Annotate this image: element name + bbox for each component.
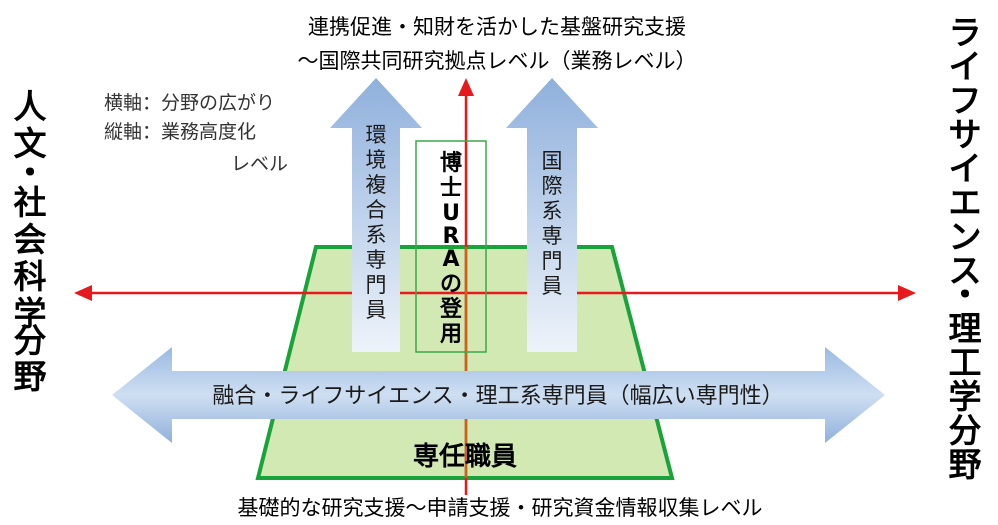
ura-box [415,140,487,353]
ura-char: 登 [439,297,463,322]
ura-char: 士 [440,176,462,201]
up-arrow-left-label: 環 境 複 合 系 専 門 員 [366,123,387,322]
up-arrow-right-char: 際 [542,174,563,198]
up-arrow-right-char: 専 [542,224,563,248]
up-arrow-left-char: 環 [366,123,387,147]
up-arrow-right-char: 門 [542,249,563,273]
ura-char: 博 [440,150,462,176]
horizontal-axis-right-arrowhead [898,285,916,301]
left-side-char: ・ [14,153,47,192]
left-side-char: 学 [14,294,47,333]
right-side-char: イ [949,149,982,188]
bottom-caption: 基礎的な研究支援〜申請支援・研究資金情報収集レベル [238,496,763,520]
ura-char: の [440,272,462,297]
up-arrow-right-label: 国 際 系 専 門 員 [542,149,563,298]
horizontal-band-label: 融合・ライフサイエンス・理工系専門員（幅広い専門性） [212,384,783,409]
base-box-label: 専任職員 [413,442,517,472]
up-arrow-right-char: 系 [542,199,563,223]
up-arrow-left-char: 合 [366,198,387,222]
up-arrow-right [506,78,598,352]
up-arrow-left-char: 員 [366,298,387,322]
up-arrow-left-char: 複 [366,173,387,197]
ura-char: U [442,201,460,226]
right-side-char: ラ [949,13,982,52]
right-side-char: 野 [949,445,982,484]
up-arrow-right-char: 員 [542,274,563,298]
left-side-char: 会 [14,220,47,259]
legend-vertical-axis-cont: レベル [231,153,288,175]
up-arrow-left [330,78,422,352]
up-arrow-left-char: 門 [366,273,387,297]
top-caption-line1: 連携促進・知財を活かした基盤研究支援 [308,15,686,39]
right-side-char: 分 [949,411,982,450]
right-side-char: エ [949,183,982,222]
vertical-axis-arrowhead [458,78,474,96]
right-side-char: 理 [949,309,982,348]
right-side-char: 工 [949,343,982,382]
up-arrow-left-char: 専 [366,248,387,272]
up-arrow-right-char: 国 [542,149,563,173]
right-side-char: フ [949,81,982,120]
ura-char: R [443,224,460,249]
up-arrow-left-char: 系 [366,223,387,247]
right-side-char: ス [949,251,982,290]
right-side-label: ラ イ フ サ イ エ ン ス ・ 理 工 学 分 野 [949,13,982,484]
top-caption-line2: 〜国際共同研究拠点レベル（業務レベル） [298,49,697,73]
legend-horizontal-axis: 横軸：分野の広がり [104,92,275,114]
left-side-char: 社 [14,183,47,222]
ura-box-label: 博 士 U R A の 登 用 [439,150,463,347]
right-side-char: 学 [949,377,982,416]
horizontal-axis-left-arrowhead [74,285,92,301]
left-side-label: 人 文 ・ 社 会 科 学 分 野 [14,87,47,396]
right-side-char: サ [949,115,982,154]
horizontal-double-arrow [112,347,885,443]
left-side-char: 科 [14,257,47,296]
right-side-char: イ [949,47,982,86]
right-side-char: ン [949,217,982,256]
ura-char: 用 [440,322,462,347]
left-side-char: 野 [14,357,47,396]
left-side-char: 分 [14,321,47,360]
ura-char: A [442,247,459,272]
right-side-char: ・ [949,275,982,314]
left-side-char: 文 [14,124,47,163]
left-side-char: 人 [14,87,47,126]
up-arrow-left-char: 境 [366,148,387,172]
legend-vertical-axis: 縦軸：業務高度化 [104,121,256,143]
